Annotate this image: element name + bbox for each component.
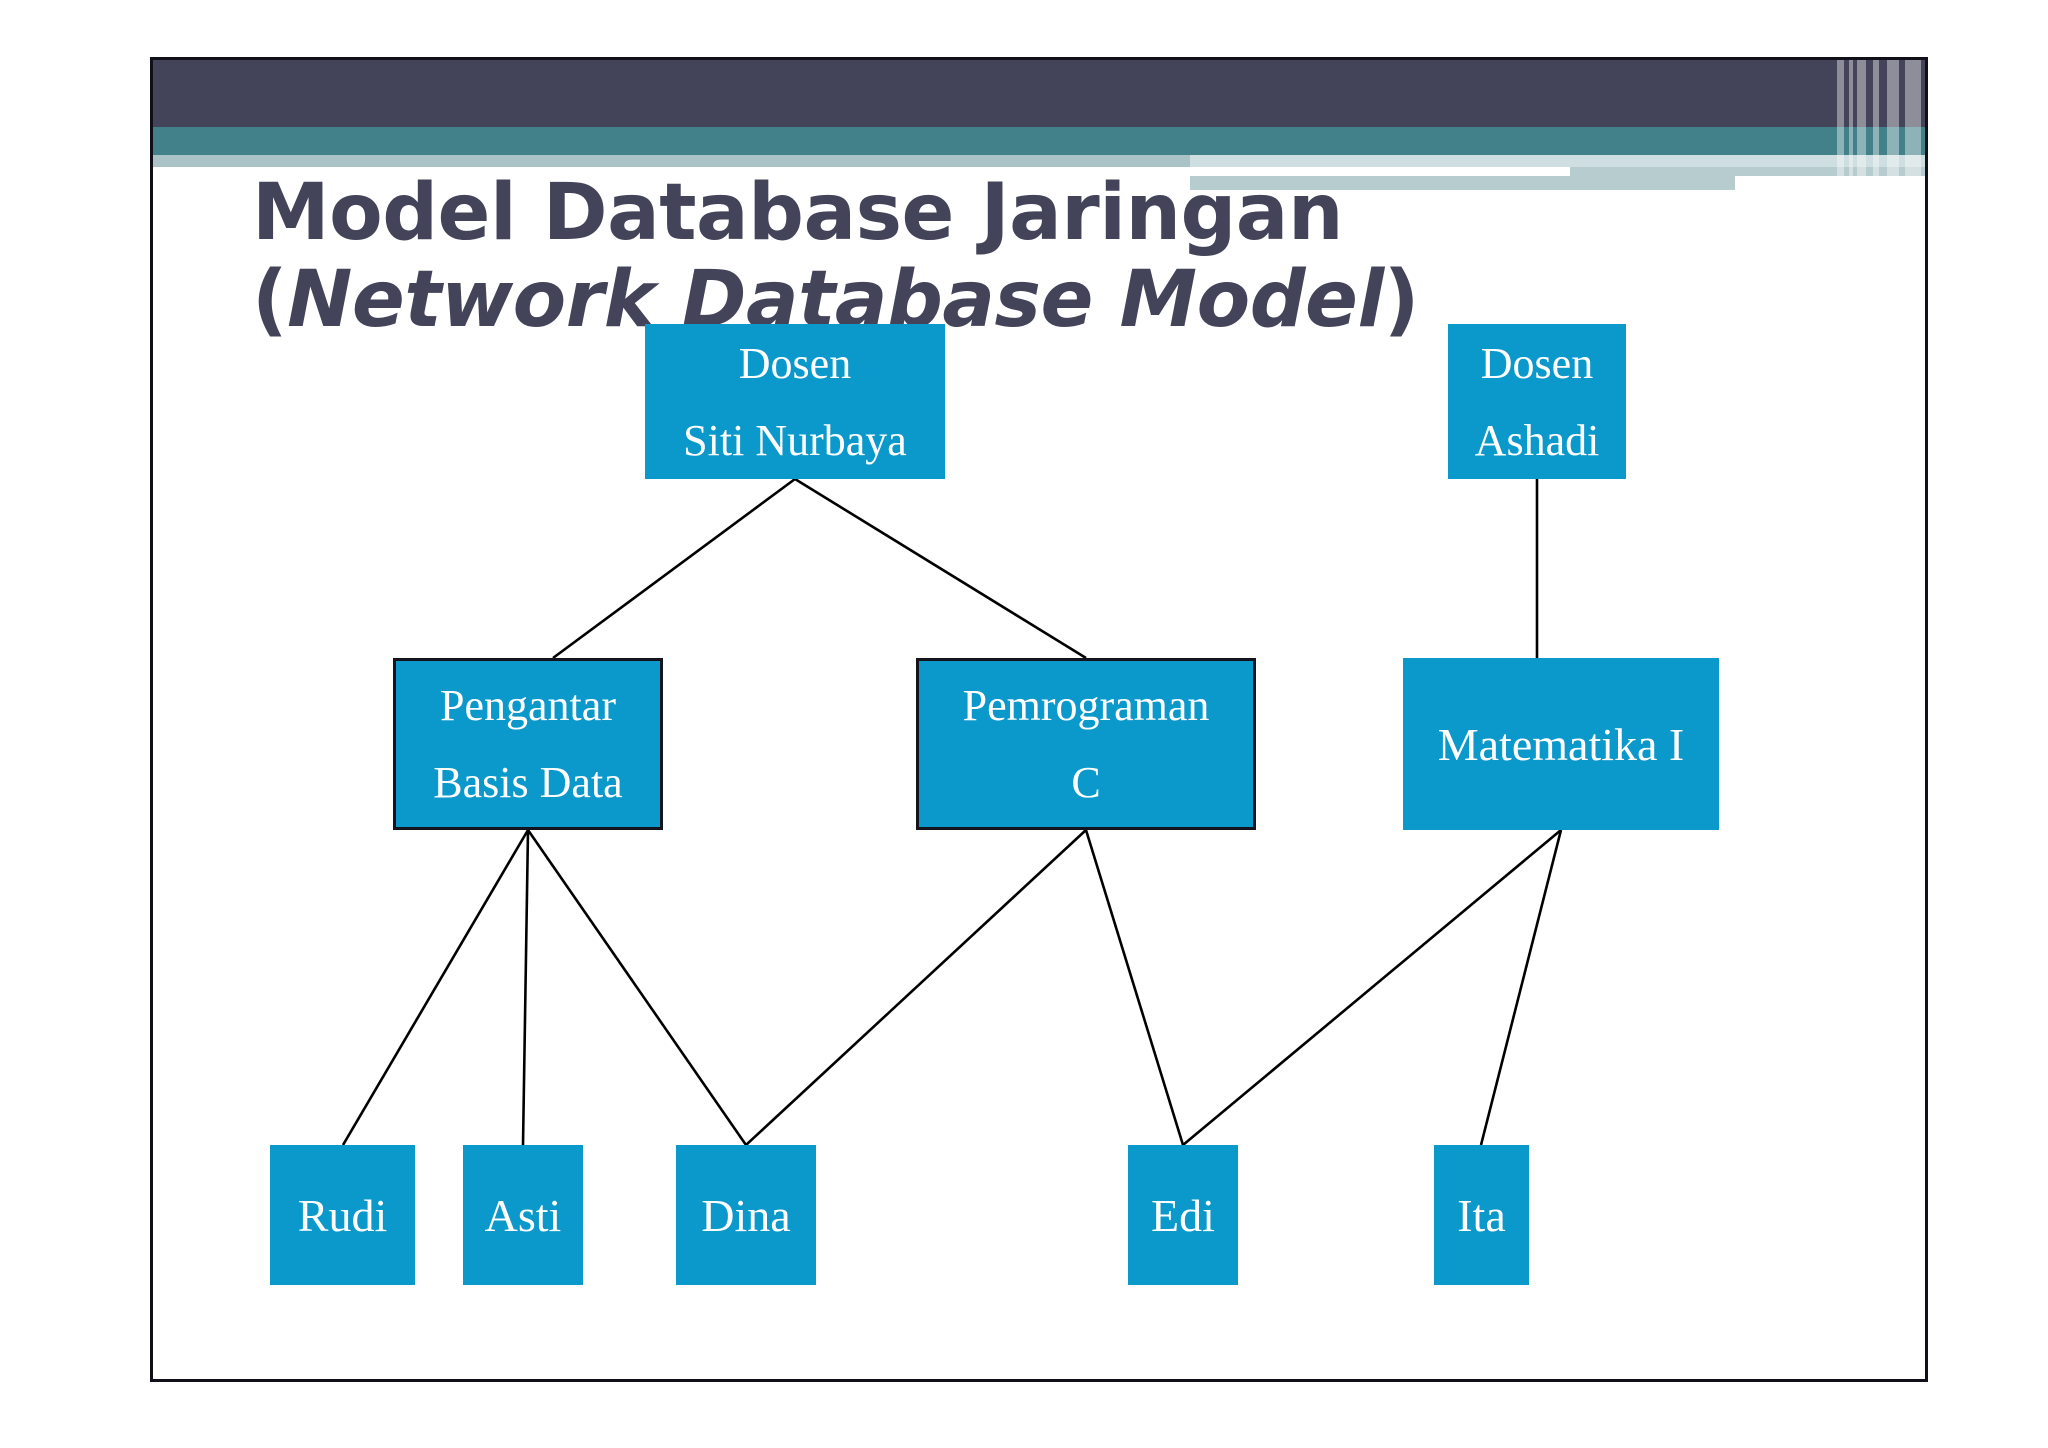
- diagram-edge-pbd-to-asti: [521, 829, 530, 1146]
- diagram-edge-pemc-to-edi: [1084, 829, 1185, 1146]
- diagram-node-label: Dosen: [1480, 338, 1594, 388]
- diagram-node-dina[interactable]: Dina: [676, 1145, 816, 1285]
- diagram-edge-pemc-to-dina: [745, 829, 1087, 1146]
- title-text-leading: Model Database Jaringan (: [252, 168, 1343, 346]
- diagram-node-label: Matematika I: [1437, 718, 1685, 770]
- header-pale-band-3: [1190, 167, 1720, 176]
- header-pale-band-4: [1190, 176, 1735, 190]
- diagram-node-label: Basis Data: [433, 758, 623, 807]
- diagram-node-label: Dosen: [738, 338, 852, 388]
- diagram-node-label: Ita: [1457, 1189, 1506, 1241]
- diagram-edge-matematika-to-ita: [1479, 829, 1563, 1146]
- diagram-node-label: Edi: [1151, 1189, 1215, 1241]
- diagram-edge-pbd-to-dina: [526, 829, 748, 1146]
- diagram-edge-matematika-to-edi: [1182, 829, 1562, 1146]
- diagram-edge-pbd-to-rudi: [341, 829, 530, 1146]
- diagram-node-label: Dina: [701, 1189, 791, 1241]
- diagram-node-label: Rudi: [297, 1189, 388, 1241]
- diagram-node-label: Pemrograman: [962, 681, 1210, 730]
- diagram-node-label: C: [1071, 758, 1101, 807]
- diagram-node-label: Pengantar: [440, 681, 616, 730]
- diagram-edge-layer: [341, 477, 1563, 1146]
- diagram-node-ita[interactable]: Ita: [1434, 1145, 1529, 1285]
- diagram-node-label: Asti: [484, 1189, 562, 1241]
- header-stripes-decoration: [1835, 60, 1925, 190]
- diagram-edge-dosen1-to-pbd: [552, 477, 796, 660]
- title-text-trailing: ): [1383, 255, 1420, 346]
- header-teal-band: [153, 127, 1925, 155]
- header-dark-band: [153, 60, 1925, 127]
- diagram-node-rudi[interactable]: Rudi: [270, 1145, 415, 1285]
- page-title: Model Database Jaringan (Network Databas…: [252, 168, 1752, 346]
- diagram-node-asti[interactable]: Asti: [463, 1145, 583, 1285]
- diagram-node-matematika[interactable]: Matematika I: [1403, 658, 1719, 830]
- diagram-node-label: Siti Nurbaya: [683, 415, 907, 465]
- diagram-node-edi[interactable]: Edi: [1128, 1145, 1238, 1285]
- diagram-edge-dosen1-to-pemc: [794, 477, 1087, 660]
- header-pale-band-5: [1570, 167, 1925, 176]
- diagram-node-label: Ashadi: [1474, 415, 1600, 465]
